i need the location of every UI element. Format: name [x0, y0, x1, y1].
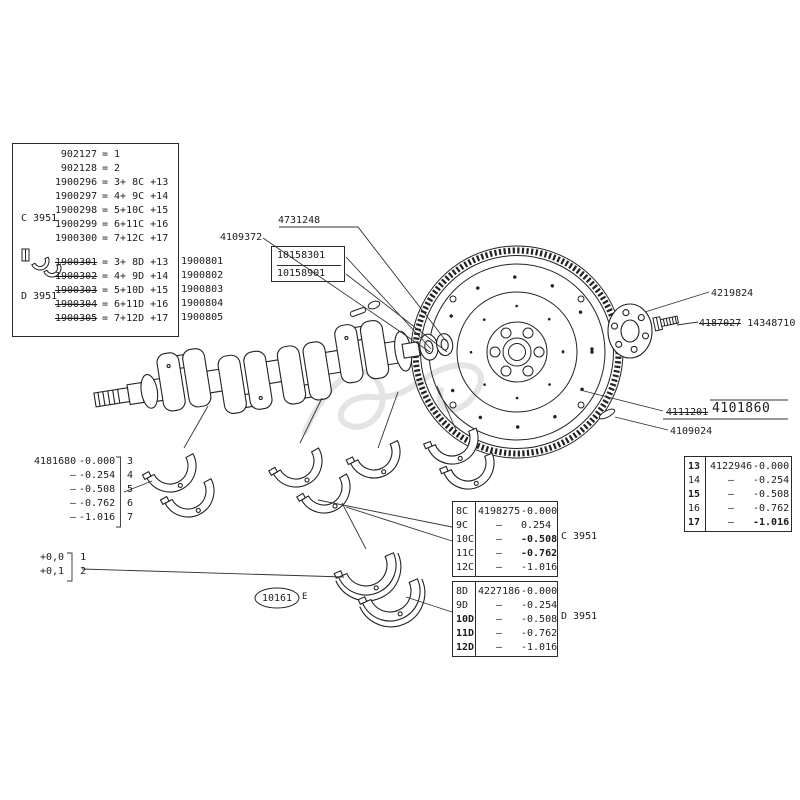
series-c-label: C 3951	[21, 213, 58, 224]
table-row: 1900296= 3+ 8C +13	[55, 177, 169, 188]
callout-bolt: 4187027 14348710	[699, 318, 796, 329]
callout-flange: 4219824	[711, 288, 754, 299]
table-row: 9D–-0.254	[456, 600, 558, 611]
dowel-pin-drawing	[598, 408, 616, 420]
table-row: 1900297= 4+ 9C +14	[55, 191, 169, 202]
table-row: 12C–-1.016	[456, 562, 558, 573]
column-divider	[475, 582, 476, 656]
table-row-superseded: 1900303= 5+10D +15	[55, 285, 169, 296]
table-row: 12D–-1.016	[456, 642, 558, 653]
flange-drawing	[607, 303, 653, 359]
table-row-superseded: 1900301= 3+ 8D +13	[55, 257, 169, 268]
column-divider	[475, 502, 476, 576]
superseding-part-number: 1900803	[181, 284, 224, 295]
callout-bushing-lower: 10158901	[277, 268, 326, 279]
watermark-signature	[302, 362, 484, 435]
bushing-callout-box: 10158301 10158901	[271, 246, 345, 282]
callout-crank-assembly: 4731248	[278, 215, 321, 226]
table-row: 10D–-0.508	[456, 614, 558, 625]
kit-equivalence-table: 902127= 1 902128= 2 1900296= 3+ 8C +13 1…	[12, 143, 179, 337]
table-row-superseded: 1900304= 6+11D +16	[55, 299, 169, 310]
table-row: 17–-1.016	[688, 517, 790, 528]
series-d-label: D 3951	[561, 611, 598, 622]
column-divider	[705, 457, 706, 531]
table-row: 10C–-0.508	[456, 534, 558, 545]
superseding-part-number: 1900805	[181, 312, 224, 323]
superseding-part-number: 1900804	[181, 298, 224, 309]
callout-ring-gear: 4109024	[670, 426, 713, 437]
callout-crankshaft: 4109372	[220, 232, 263, 243]
superseding-part-number: 1900802	[181, 270, 224, 281]
table-row-superseded: 1900302= 4+ 9D +14	[55, 271, 169, 282]
callout-bushing-upper: 10158301	[277, 249, 341, 266]
woodruff-key-drawing	[349, 307, 367, 317]
stamp-number: 10161	[261, 593, 293, 604]
stamp-letter: E	[302, 592, 308, 602]
small-plug-drawing	[367, 300, 381, 310]
series-c-label: C 3951	[561, 531, 598, 542]
table-row: 1900300= 7+12C +17	[55, 233, 169, 244]
table-row: 11C–-0.762	[456, 548, 558, 559]
callout-flywheel-old: 4111201	[666, 407, 709, 418]
table-row: 14–-0.254	[688, 475, 790, 486]
table-row: 902128= 2	[60, 163, 121, 174]
bearing-shells-drawing	[141, 423, 503, 639]
table-row: 1900298= 5+10C +15	[55, 205, 169, 216]
table-row-superseded: 1900305= 7+12D +17	[55, 313, 169, 324]
stamp-oval	[254, 587, 300, 609]
crankshaft-drawing	[93, 320, 454, 414]
table-row: 1900299= 6+11C +16	[55, 219, 169, 230]
table-row: 15–-0.508	[688, 489, 790, 500]
series-d-label: D 3951	[21, 291, 58, 302]
table-row: 9C–0.254	[456, 520, 552, 531]
table-row: 902127= 1	[60, 149, 121, 160]
bolt-drawing	[652, 315, 680, 332]
bearing-pictogram-icons	[21, 248, 65, 281]
table-row: 16–-0.762	[688, 503, 790, 514]
leader-lines	[67, 226, 788, 613]
callout-flywheel: 4101860	[712, 401, 771, 416]
superseding-part-number: 1900801	[181, 256, 224, 267]
table-row: 11D–-0.762	[456, 628, 558, 639]
